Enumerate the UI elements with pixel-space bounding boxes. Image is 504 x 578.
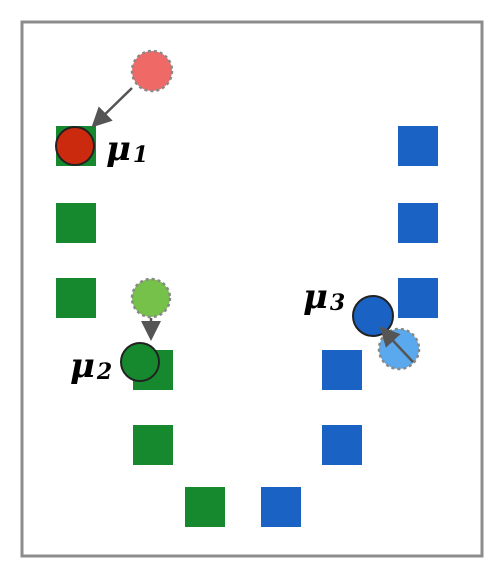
centroid-mu1-label: μ1 bbox=[106, 129, 148, 169]
centroid-mu3-group: μ3 bbox=[303, 277, 421, 371]
centroid-mu1-symbol: μ bbox=[106, 129, 131, 169]
blue-point bbox=[398, 278, 438, 318]
centroid-mu3-new bbox=[352, 295, 394, 337]
green-point bbox=[133, 425, 173, 465]
green-point bbox=[185, 487, 225, 527]
centroid-mu2-symbol: μ bbox=[70, 346, 95, 386]
centroid-mu3-label: μ3 bbox=[303, 277, 345, 317]
blue-point bbox=[261, 487, 301, 527]
centroid-mu2-label: μ2 bbox=[70, 346, 112, 386]
centroid-mu2-new bbox=[120, 342, 160, 382]
centroid-mu3-subscript: 3 bbox=[330, 290, 345, 316]
blue-point bbox=[322, 425, 362, 465]
green-point bbox=[56, 203, 96, 243]
centroid-mu1-group: μ1 bbox=[55, 49, 174, 169]
centroid-mu3-old bbox=[377, 327, 421, 371]
centroid-mu2-old bbox=[130, 277, 172, 319]
blue-point bbox=[398, 126, 438, 166]
centroid-mu2-group: μ2 bbox=[70, 277, 172, 386]
centroid-mu1-old bbox=[130, 49, 174, 93]
green-point bbox=[56, 278, 96, 318]
centroid-mu2-subscript: 2 bbox=[96, 359, 112, 385]
centroid-mu1-new bbox=[55, 126, 95, 166]
centroid-mu1-arrow bbox=[91, 87, 133, 128]
blue-cluster-points bbox=[261, 126, 438, 527]
centroid-mu3-symbol: μ bbox=[303, 277, 328, 317]
centroid-mu1-subscript: 1 bbox=[133, 142, 148, 168]
centroid-mu3-arrow bbox=[379, 326, 414, 363]
blue-point bbox=[322, 350, 362, 390]
blue-point bbox=[398, 203, 438, 243]
